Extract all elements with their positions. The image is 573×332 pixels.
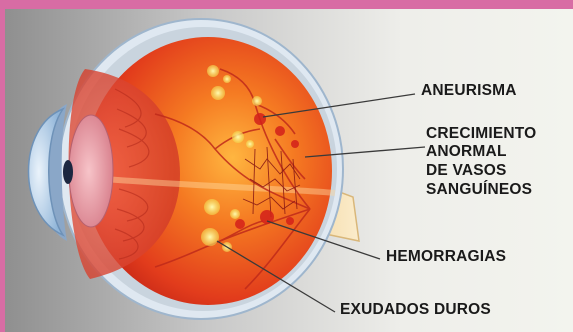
pupil (63, 160, 73, 184)
frame-top-border (0, 0, 573, 9)
label-exudados-duros: EXUDADOS DUROS (340, 301, 491, 319)
label-aneurisma: ANEURISMA (421, 82, 517, 100)
label-crecimiento-line2: ANORMAL (426, 143, 507, 161)
label-hemorragias: HEMORRAGIAS (386, 248, 506, 266)
label-crecimiento-line1: CRECIMIENTO (426, 125, 536, 143)
diagram-panel: ANEURISMA CRECIMIENTO ANORMAL DE VASOS S… (5, 9, 573, 332)
label-crecimiento-line4: SANGUÍNEOS (426, 181, 532, 199)
lens (69, 115, 113, 227)
label-crecimiento-line3: DE VASOS (426, 162, 507, 180)
